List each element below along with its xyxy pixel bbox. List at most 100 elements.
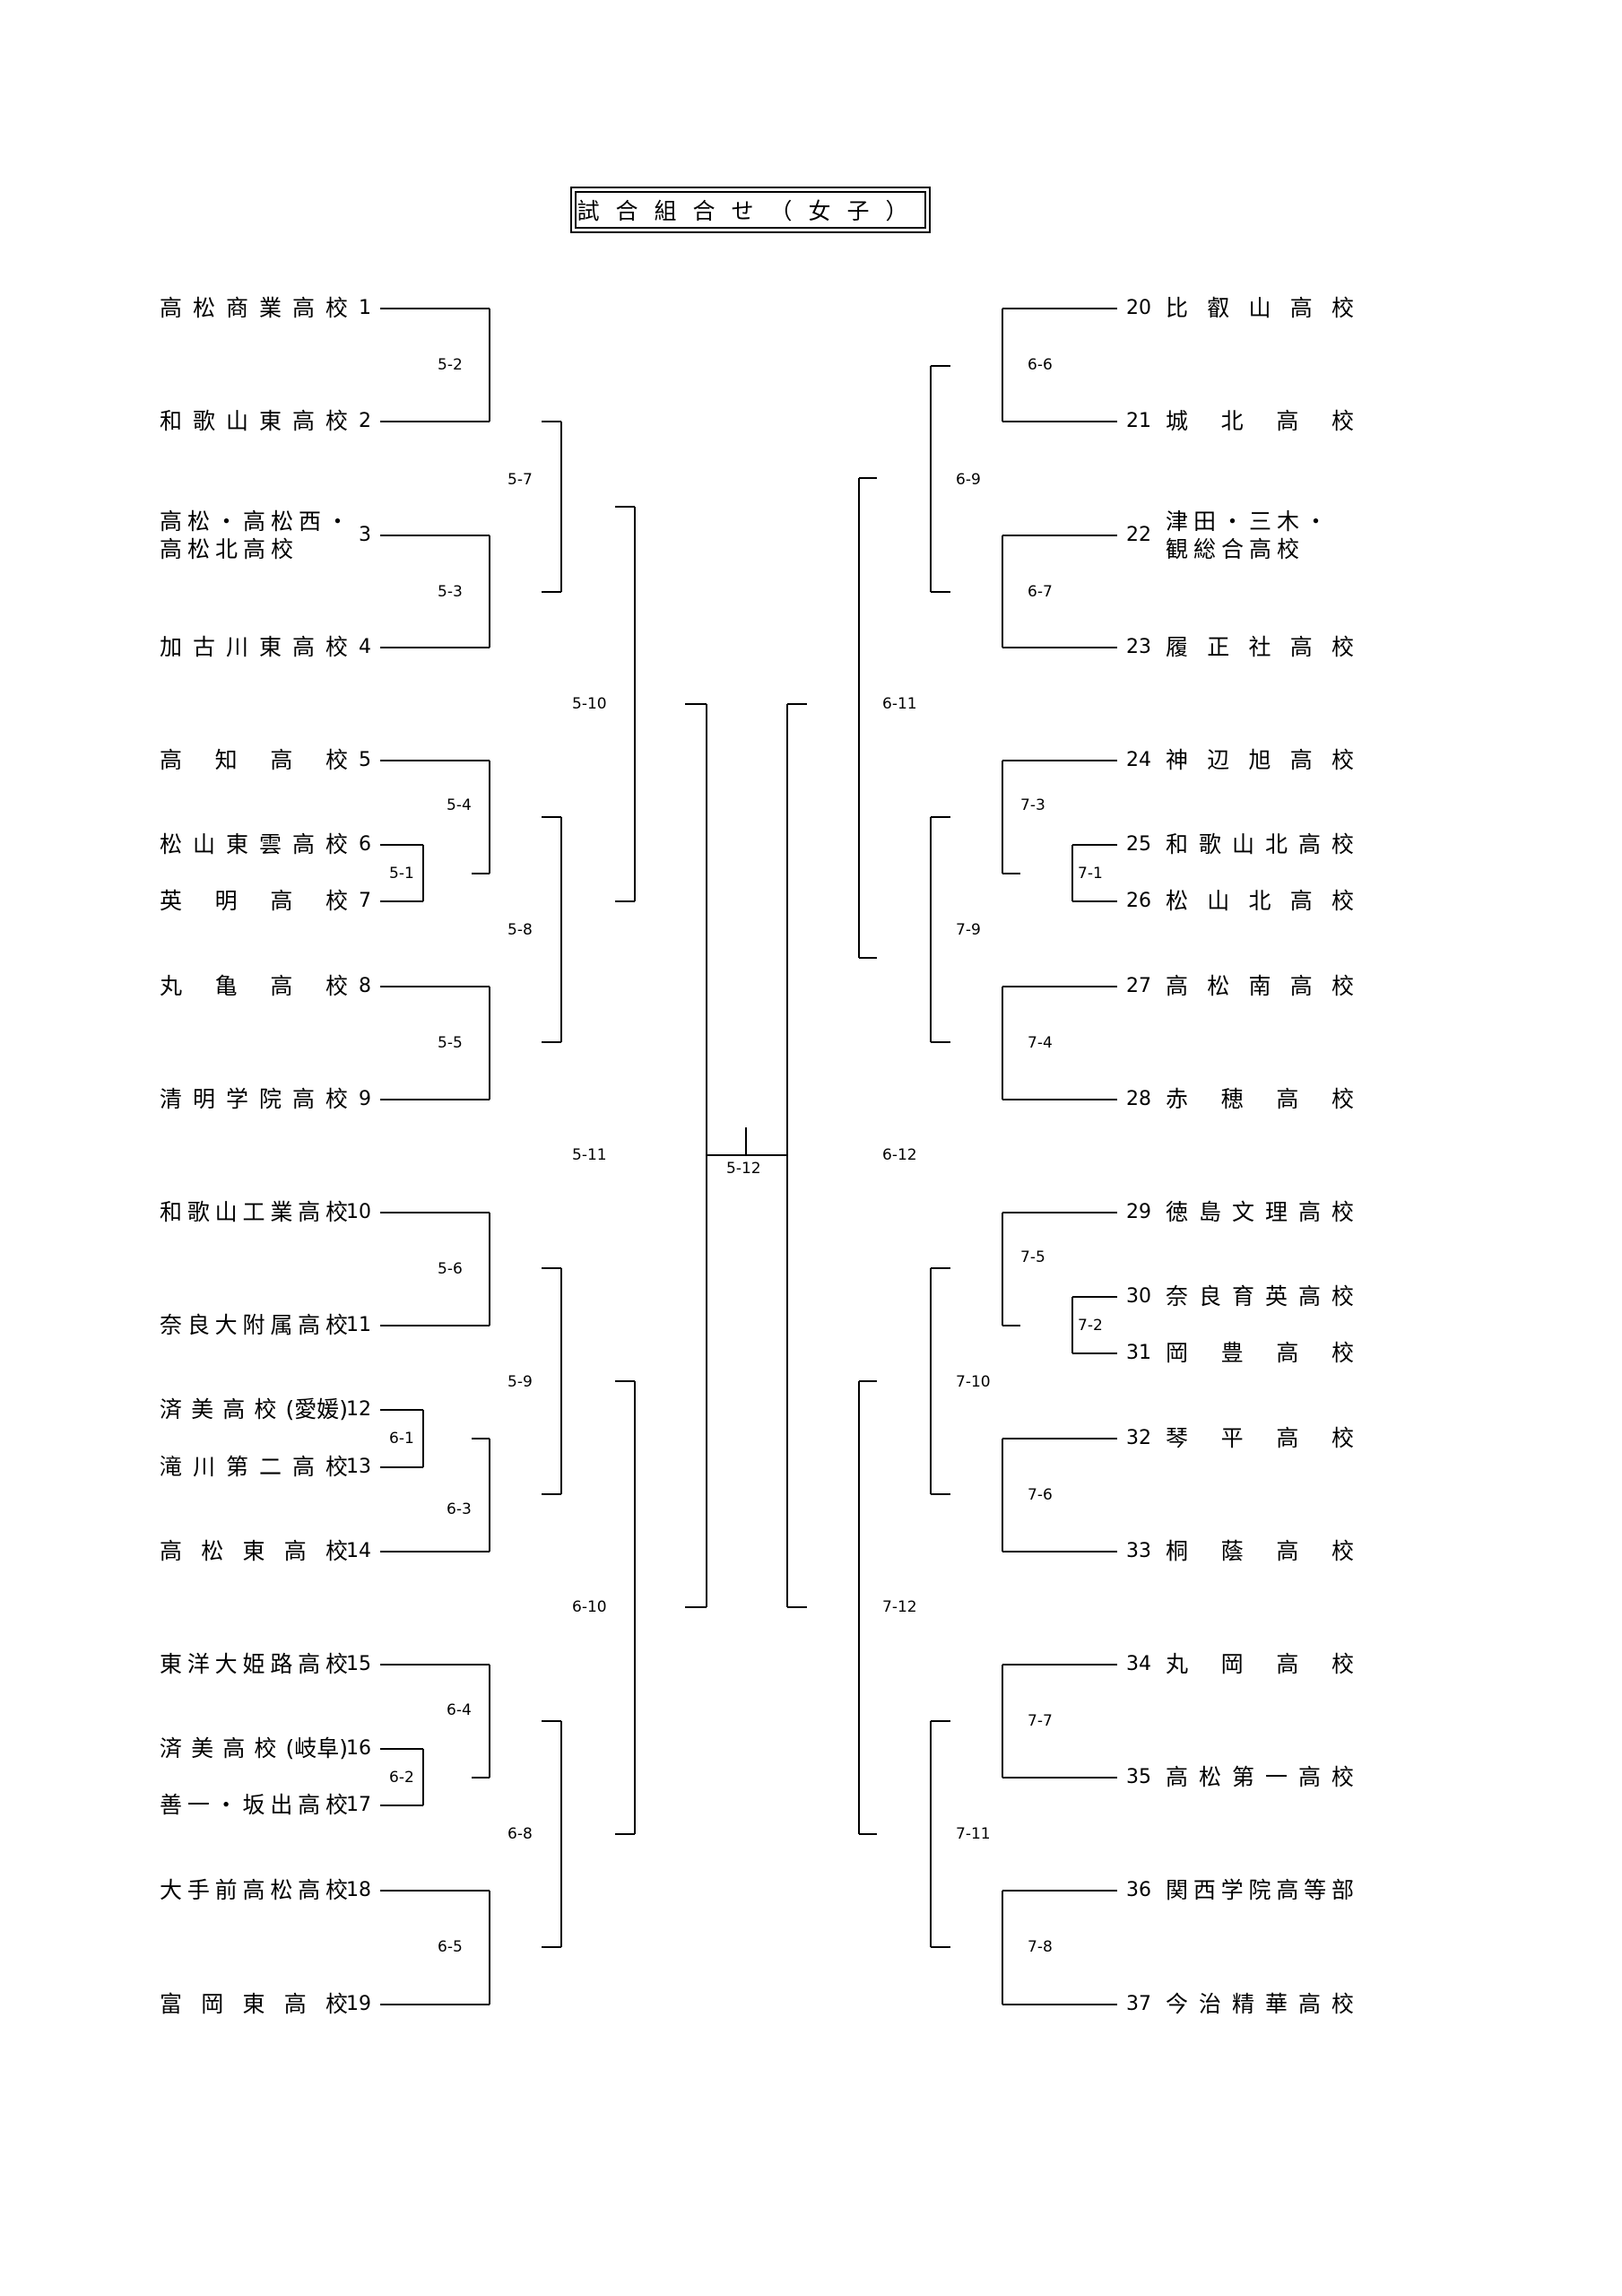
match-label-5-2: 5-2 <box>438 356 463 374</box>
match-label-7-11: 7-11 <box>956 1825 991 1843</box>
team-name-7: 英明高校 <box>160 888 348 914</box>
team-name-16: 済美高校(岐阜) <box>160 1735 348 1761</box>
team-seed-36: 36 <box>1126 1879 1151 1901</box>
match-label-6-7: 6-7 <box>1028 583 1053 601</box>
match-label-6-11: 6-11 <box>882 695 917 713</box>
match-label-7-10: 7-10 <box>956 1373 991 1391</box>
team-seed-23: 23 <box>1126 636 1151 658</box>
match-label-6-12: 6-12 <box>882 1146 917 1164</box>
team-seed-34: 34 <box>1126 1653 1151 1675</box>
match-label-5-4: 5-4 <box>447 796 472 814</box>
match-label-7-2: 7-2 <box>1078 1317 1103 1335</box>
team-seed-18: 18 <box>346 1879 371 1901</box>
team-name-14: 高松東高校 <box>160 1538 348 1564</box>
match-label-5-5: 5-5 <box>438 1034 463 1052</box>
team-seed-21: 21 <box>1126 410 1151 432</box>
match-label-5-3: 5-3 <box>438 583 463 601</box>
match-label-6-1: 6-1 <box>389 1430 414 1448</box>
team-name-31: 岡豊高校 <box>1166 1340 1354 1366</box>
team-name-1: 高松商業高校 <box>160 295 348 321</box>
team-name-2: 和歌山東高校 <box>160 408 348 434</box>
team-seed-26: 26 <box>1126 890 1151 912</box>
team-name-17: 善一・坂出高校 <box>160 1792 348 1818</box>
match-label-7-5: 7-5 <box>1020 1248 1045 1266</box>
team-name-26: 松山北高校 <box>1166 888 1354 914</box>
team-seed-10: 10 <box>346 1201 371 1223</box>
team-name-33: 桐蔭高校 <box>1166 1538 1354 1564</box>
match-label-6-10: 6-10 <box>572 1598 607 1616</box>
team-seed-4: 4 <box>359 636 371 658</box>
team-name-20: 比叡山高校 <box>1166 295 1354 321</box>
team-seed-32: 32 <box>1126 1427 1151 1449</box>
team-name-3: 高松・高松西・ 高松北高校 <box>160 509 355 562</box>
team-name-5: 高知高校 <box>160 747 348 773</box>
team-name-35: 高松第一高校 <box>1166 1764 1354 1790</box>
team-name-30: 奈良育英高校 <box>1166 1283 1354 1309</box>
team-seed-14: 14 <box>346 1540 371 1562</box>
team-name-22: 津田・三木・ 観総合高校 <box>1166 509 1333 562</box>
match-label-6-4: 6-4 <box>447 1701 472 1719</box>
match-label-5-8: 5-8 <box>507 921 533 939</box>
team-name-8: 丸亀高校 <box>160 973 348 999</box>
match-label-6-8: 6-8 <box>507 1825 533 1843</box>
match-label-7-12: 7-12 <box>882 1598 917 1616</box>
match-label-6-2: 6-2 <box>389 1769 414 1787</box>
team-seed-2: 2 <box>359 410 371 432</box>
team-seed-35: 35 <box>1126 1766 1151 1788</box>
team-name-36: 関西学院高等部 <box>1166 1877 1354 1903</box>
match-label-5-1: 5-1 <box>389 865 414 883</box>
team-seed-37: 37 <box>1126 1993 1151 2015</box>
match-label-6-9: 6-9 <box>956 471 981 489</box>
team-name-6: 松山東雲高校 <box>160 831 348 857</box>
team-seed-17: 17 <box>346 1794 371 1816</box>
team-name-27: 高松南高校 <box>1166 973 1354 999</box>
team-name-21: 城北高校 <box>1166 408 1354 434</box>
team-name-19: 富岡東高校 <box>160 1991 348 2017</box>
team-seed-20: 20 <box>1126 297 1151 319</box>
team-seed-33: 33 <box>1126 1540 1151 1562</box>
team-seed-7: 7 <box>359 890 371 912</box>
team-seed-28: 28 <box>1126 1088 1151 1110</box>
team-name-29: 徳島文理高校 <box>1166 1199 1354 1225</box>
team-seed-8: 8 <box>359 975 371 997</box>
team-seed-5: 5 <box>359 749 371 771</box>
match-label-7-7: 7-7 <box>1028 1712 1053 1730</box>
match-label-5-9: 5-9 <box>507 1373 533 1391</box>
team-seed-11: 11 <box>346 1314 371 1336</box>
team-name-18: 大手前高松高校 <box>160 1877 348 1903</box>
team-name-23: 履正社高校 <box>1166 634 1354 660</box>
team-seed-29: 29 <box>1126 1201 1151 1223</box>
team-name-25: 和歌山北高校 <box>1166 831 1354 857</box>
team-name-37: 今治精華高校 <box>1166 1991 1354 2017</box>
team-name-11: 奈良大附属高校 <box>160 1312 348 1338</box>
title-box: 試合組合せ（女子） <box>570 187 931 233</box>
team-seed-25: 25 <box>1126 833 1151 856</box>
match-label-6-3: 6-3 <box>447 1500 472 1518</box>
team-name-13: 滝川第二高校 <box>160 1454 348 1480</box>
team-seed-16: 16 <box>346 1737 371 1760</box>
match-label-7-3: 7-3 <box>1020 796 1045 814</box>
team-seed-6: 6 <box>359 833 371 856</box>
team-seed-31: 31 <box>1126 1342 1151 1364</box>
match-label-7-1: 7-1 <box>1078 865 1103 883</box>
team-name-32: 琴平高校 <box>1166 1425 1354 1451</box>
team-name-9: 清明学院高校 <box>160 1086 348 1112</box>
match-label-7-8: 7-8 <box>1028 1938 1053 1956</box>
team-name-28: 赤穂高校 <box>1166 1086 1354 1112</box>
team-seed-15: 15 <box>346 1653 371 1675</box>
match-label-6-5: 6-5 <box>438 1938 463 1956</box>
team-name-34: 丸岡高校 <box>1166 1651 1354 1677</box>
match-label-5-10: 5-10 <box>572 695 607 713</box>
match-label-5-7: 5-7 <box>507 471 533 489</box>
team-seed-13: 13 <box>346 1456 371 1478</box>
team-seed-9: 9 <box>359 1088 371 1110</box>
match-label-7-9: 7-9 <box>956 921 981 939</box>
team-seed-3: 3 <box>359 524 371 546</box>
team-name-12: 済美高校(愛媛) <box>160 1396 348 1422</box>
team-name-15: 東洋大姫路高校 <box>160 1651 348 1677</box>
team-name-4: 加古川東高校 <box>160 634 348 660</box>
team-name-10: 和歌山工業高校 <box>160 1199 348 1225</box>
team-seed-27: 27 <box>1126 975 1151 997</box>
team-seed-19: 19 <box>346 1993 371 2015</box>
